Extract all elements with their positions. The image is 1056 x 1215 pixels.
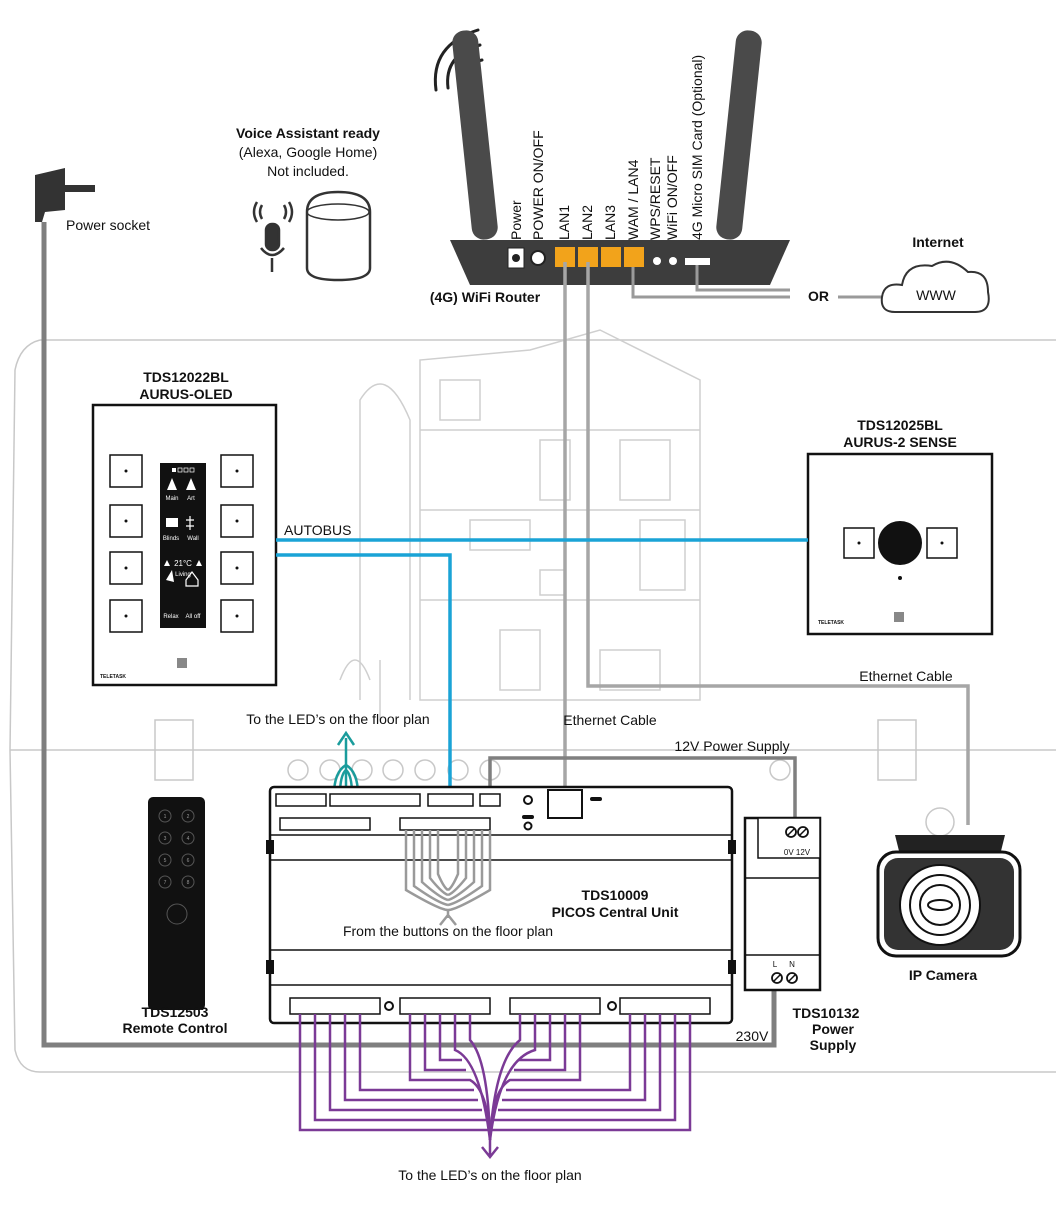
port-label-sim: 4G Micro SIM Card (Optional) [689,55,705,240]
psu-name-2: Supply [810,1037,857,1053]
buttons-label: From the buttons on the floor plan [343,923,553,939]
psu-terminal-top: 0V 12V [784,848,811,857]
smart-speaker-icon [305,190,372,282]
psu-name-1: Power [812,1021,855,1037]
power-12v-label: 12V Power Supply [674,738,789,754]
power-supply-unit: 0V 12V L N [743,816,822,992]
temp-down-icon [164,560,170,566]
relax-icon [166,570,174,582]
port-label-lan2: LAN2 [579,205,595,240]
svg-text:3: 3 [164,836,167,842]
svg-text:7: 7 [164,880,167,886]
floor-plan-windows [154,719,955,837]
remote-name: Remote Control [123,1020,228,1036]
cloud-text: WWW [916,287,956,303]
sensor-grid-icon [894,612,904,622]
svg-text:8: 8 [187,880,190,886]
home-icon [185,571,199,587]
aurus-sense-model: TDS12025BL [857,417,943,433]
blinds-icon [166,518,178,527]
oled-wall-label: Wall [187,536,198,542]
voice-assistant-header: Voice Assistant ready (Alexa, Google Hom… [236,125,380,179]
svg-text:Voice Assistant ready: Voice Assistant ready [236,125,380,141]
central-unit-model: TDS10009 [582,887,649,903]
oled-temp-label: 21°C [174,559,192,568]
temp-up-icon [196,560,202,566]
floor-plan-outline [9,339,1056,1073]
remote-control: 1 2 3 4 5 6 7 8 [148,797,205,1010]
autobus-label: AUTOBUS [284,522,351,538]
svg-text:Not included.: Not included. [267,163,349,179]
power-socket-icon [35,168,95,222]
button-cables [404,830,492,926]
aurus-oled-panel: Main Art Blinds Wall 21°C Living Relax A… [91,403,278,687]
svg-text:(Alexa, Google Home): (Alexa, Google Home) [239,144,378,160]
aurus-oled-model: TDS12022BL [143,369,229,385]
port-label-wps-reset: WPS/RESET [647,157,663,240]
house-illustration [339,329,701,720]
oled-screen-icons [166,467,199,587]
svg-text:1: 1 [164,814,167,820]
ip-camera-icon [876,835,1022,958]
oled-alloff-label: All off [186,614,201,620]
wall-light-icon [186,516,194,530]
port-label-power-onoff: POWER ON/OFF [530,130,546,240]
wifi-router [450,30,790,285]
oled-relax-label: Relax [163,614,178,620]
svg-text:4: 4 [187,836,190,842]
aurus-sense-name: AURUS-2 SENSE [843,434,957,450]
autobus-cable-down [276,553,452,795]
led-top-label: To the LED’s on the floor plan [246,711,429,727]
oled-room-label: Living [175,572,191,578]
oled-button-5 [109,551,143,585]
psu-terminal-l: L [773,960,778,969]
sim-cable [695,265,790,292]
or-label: OR [808,288,829,304]
power-12v-cable [488,756,797,822]
port-label-lan3: LAN3 [602,205,618,240]
oled-art-label: Art [187,496,195,502]
svg-text:2: 2 [187,814,190,820]
aurus-oled-name: AURUS-OLED [139,386,232,402]
oled-main-label: Main [165,496,178,502]
port-label-wan-lan4: WAM / LAN4 [625,159,641,240]
v230-label: 230V [736,1028,769,1044]
lamp-icon [186,478,196,490]
router-label: (4G) WiFi Router [430,289,541,305]
ethernet-cable-lan2 [586,262,970,825]
aurus-sense-panel: TELETASK [806,452,994,636]
led-bottom-cables [298,1014,692,1160]
central-unit-name: PICOS Central Unit [552,904,679,920]
led-bottom-label: To the LED’s on the floor plan [398,1167,581,1183]
psu-model: TDS10132 [793,1005,860,1021]
sense-sensor-icon [878,521,922,565]
port-label-power: Power [508,200,524,240]
wan-cable [631,267,790,299]
svg-text:6: 6 [187,858,190,864]
oled-screen [160,463,206,628]
port-label-lan1: LAN1 [556,205,572,240]
router-port-labels: Power POWER ON/OFF LAN1 LAN2 LAN3 WAM / … [508,55,705,240]
svg-text:5: 5 [164,858,167,864]
internet-label: Internet [912,234,964,250]
ethernet-label-mid: Ethernet Cable [563,712,657,728]
oled-button-7 [109,599,143,633]
ethernet-label-right: Ethernet Cable [859,668,953,684]
picos-central-unit [266,785,736,1025]
port-label-wifi-onoff: WiFi ON/OFF [664,155,680,240]
microphone-icon [252,201,294,272]
oled-blinds-label: Blinds [163,536,179,542]
psu-terminal-n: N [789,960,795,969]
oled-brand: TELETASK [100,674,126,680]
power-socket-label: Power socket [66,217,150,233]
cloud-icon [880,260,990,313]
sensor-grid-icon [177,658,187,668]
sense-brand: TELETASK [818,620,844,626]
remote-model: TDS12503 [142,1004,209,1020]
ip-camera-label: IP Camera [909,967,977,983]
lamp-icon [167,478,177,490]
